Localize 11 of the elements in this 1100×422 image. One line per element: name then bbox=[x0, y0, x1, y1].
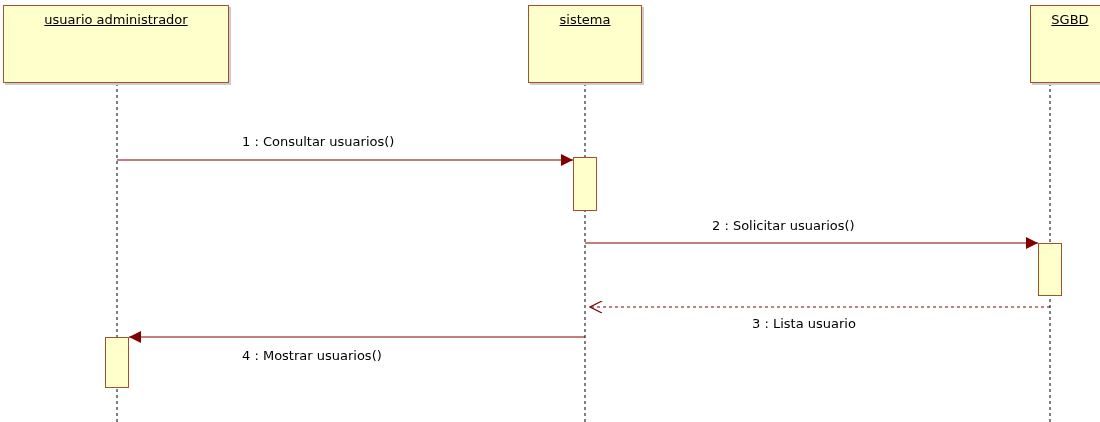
message-label: 1 : Consultar usuarios() bbox=[240, 134, 397, 149]
message-arrow bbox=[116, 154, 574, 166]
lifeline-header: usuario administrador bbox=[3, 5, 229, 83]
message-arrow bbox=[584, 237, 1039, 249]
message-label: 2 : Solicitar usuarios() bbox=[710, 218, 857, 233]
message-label: 4 : Mostrar usuarios() bbox=[240, 348, 384, 363]
return-message-arrow bbox=[589, 300, 1051, 314]
message-label: 3 : Lista usuario bbox=[750, 316, 858, 331]
lifeline-header: SGBD bbox=[1030, 5, 1100, 83]
message-arrow bbox=[128, 331, 586, 343]
lifeline-header: sistema bbox=[528, 5, 642, 83]
